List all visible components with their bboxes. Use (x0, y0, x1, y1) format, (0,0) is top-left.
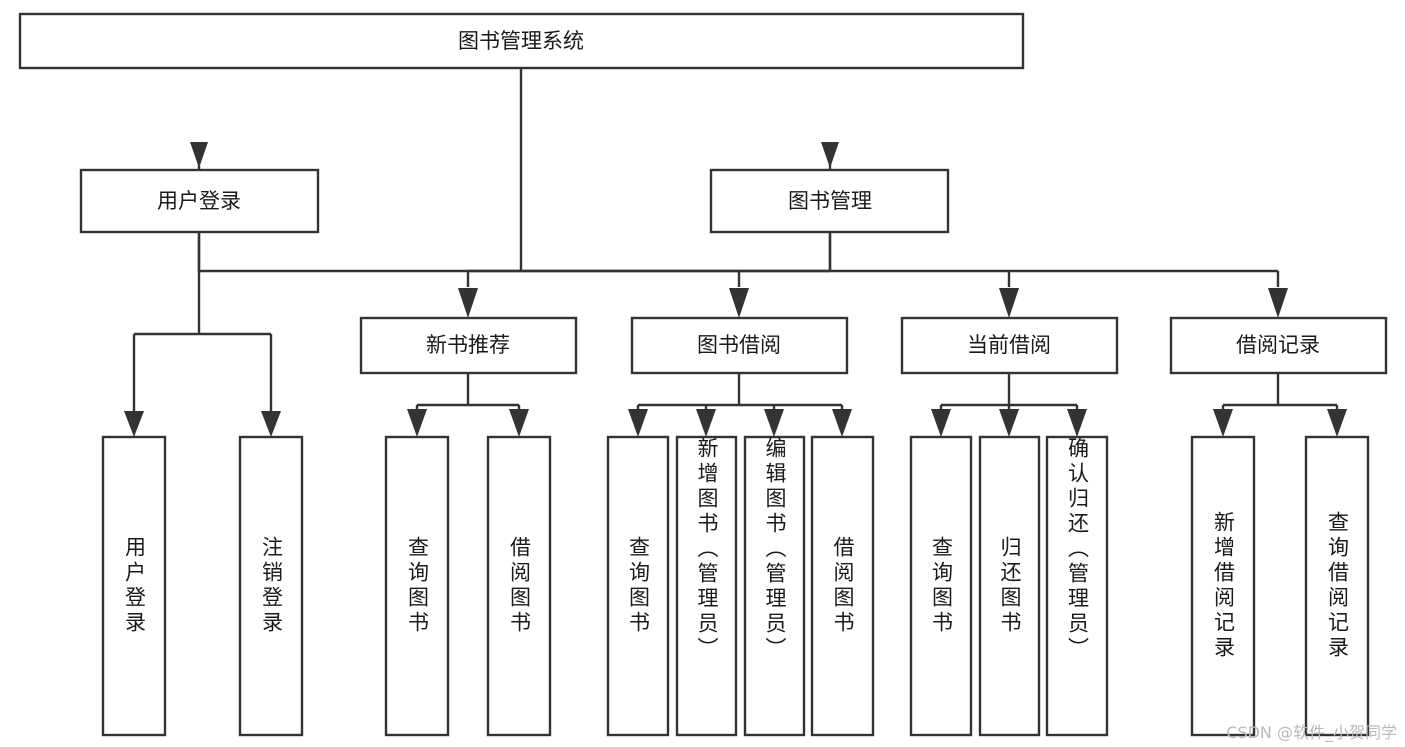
arrow-into-leaf-bb-3 (764, 409, 784, 437)
arrow-into-book-management (821, 142, 839, 168)
arrow-into-leaf-cb-1 (931, 409, 951, 437)
leaf-box-cb-return-book[interactable] (978, 435, 1041, 737)
book-borrow-label: 图书借阅 (697, 333, 781, 357)
node-book-borrow[interactable]: 图书借阅 (630, 316, 849, 375)
arrow-into-leaf-logout (261, 411, 281, 437)
arrow-into-borrow-record (1268, 288, 1288, 318)
new-book-recommend-label: 新书推荐 (426, 333, 510, 357)
root-box (18, 12, 1025, 70)
leaf-box-nbr-borrow-book[interactable] (486, 435, 552, 737)
arrow-into-leaf-bb-1 (628, 409, 648, 437)
leaf-box-br-query-record[interactable] (1304, 435, 1370, 737)
arrow-into-leaf-bb-2 (696, 409, 716, 437)
borrow-record-box (1169, 316, 1388, 375)
book-management-box (709, 168, 950, 234)
arrow-into-leaf-nbr-2 (509, 409, 529, 437)
leaf-box-br-add-record[interactable] (1190, 435, 1256, 737)
leaf-box-user-login[interactable] (101, 435, 167, 737)
arrow-into-new-book-recommend (458, 288, 478, 318)
arrow-into-leaf-cb-3 (1067, 409, 1087, 437)
current-borrow-box (900, 316, 1119, 375)
leaf-box-nbr-query-book[interactable] (384, 435, 450, 737)
arrow-into-book-borrow (729, 288, 749, 318)
arrow-into-leaf-br-2 (1327, 409, 1347, 437)
leaf-box-cb-confirm-return[interactable] (1045, 435, 1109, 737)
new-book-recommend-box (359, 316, 578, 375)
book-borrow-box (630, 316, 849, 375)
leaf-box-cb-query-book[interactable] (909, 435, 973, 737)
leaf-box-bb-query-book[interactable] (606, 435, 670, 737)
leaf-box-logout[interactable] (238, 435, 304, 737)
arrow-into-leaf-bb-4 (832, 409, 852, 437)
arrow-into-leaf-br-1 (1213, 409, 1233, 437)
root-label: 图书管理系统 (458, 29, 584, 53)
leaf-box-bb-edit-book[interactable] (743, 435, 806, 737)
arrow-into-leaf-nbr-1 (407, 409, 427, 437)
current-borrow-label: 当前借阅 (967, 333, 1051, 357)
user-login-label: 用户登录 (157, 189, 241, 213)
node-root[interactable]: 图书管理系统 (18, 12, 1025, 70)
node-borrow-record[interactable]: 借阅记录 (1169, 316, 1388, 375)
arrow-into-leaf-cb-2 (999, 409, 1019, 437)
leaf-box-bb-add-book[interactable] (675, 435, 738, 737)
node-current-borrow[interactable]: 当前借阅 (900, 316, 1119, 375)
watermark-text: CSDN @软件_小贺同学 (1226, 723, 1397, 742)
arrow-into-leaf-user-login (124, 411, 144, 437)
node-user-login[interactable]: 用户登录 (79, 168, 320, 234)
book-management-label: 图书管理 (788, 189, 872, 213)
borrow-record-label: 借阅记录 (1236, 333, 1320, 357)
arrow-into-current-borrow (999, 288, 1019, 318)
leaf-box-bb-borrow-book[interactable] (810, 435, 875, 737)
arrow-into-user-login (190, 142, 208, 168)
node-new-book-recommend[interactable]: 新书推荐 (359, 316, 578, 375)
node-book-management[interactable]: 图书管理 (709, 168, 950, 234)
